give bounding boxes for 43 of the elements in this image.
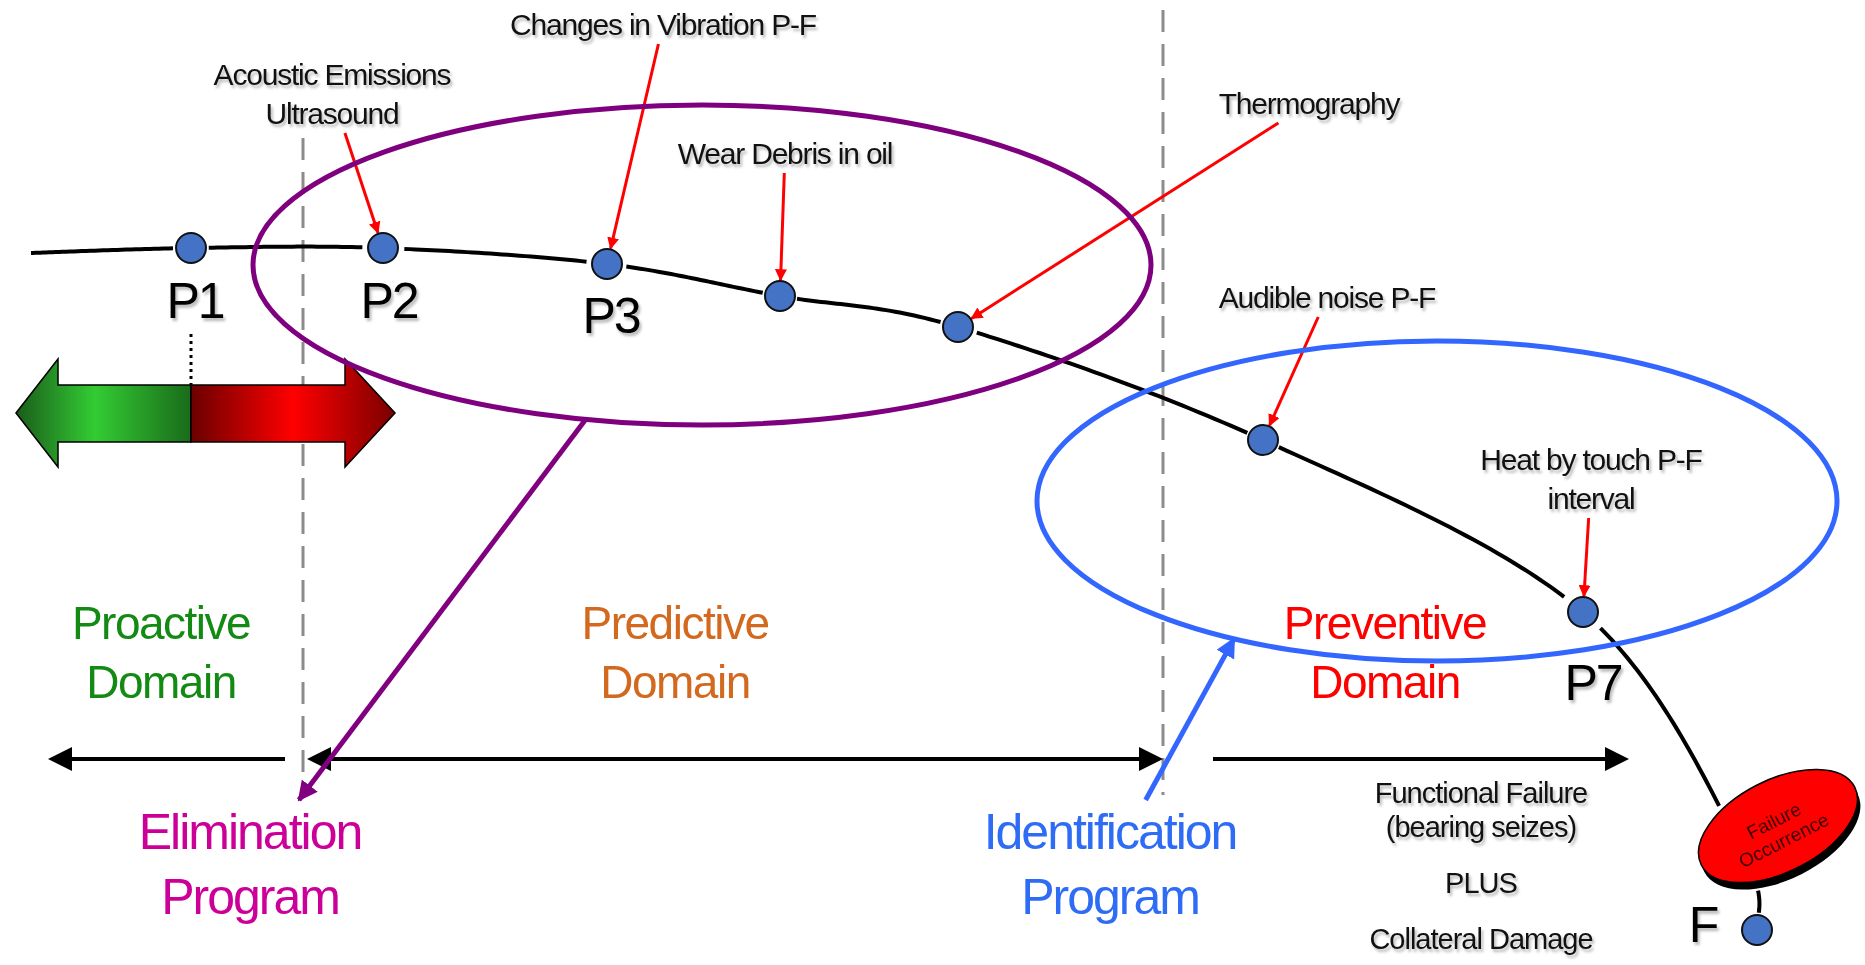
curve-segment bbox=[1278, 445, 1566, 599]
curve-segment bbox=[208, 244, 363, 250]
curve-segment bbox=[1756, 890, 1762, 914]
point-marker bbox=[942, 311, 974, 343]
outcome-text: PLUS bbox=[1445, 866, 1517, 900]
program-label: Identification Program bbox=[930, 800, 1290, 930]
point-label: P7 bbox=[1564, 658, 1622, 708]
curve-segment bbox=[976, 330, 1249, 435]
domain-label: Predictive Domain bbox=[580, 596, 770, 710]
point-marker bbox=[1247, 424, 1279, 456]
arrow bbox=[607, 43, 660, 250]
point-marker bbox=[1741, 914, 1773, 946]
arrow bbox=[1268, 316, 1320, 427]
point-marker bbox=[1567, 596, 1599, 628]
ellipse-outline bbox=[249, 101, 1155, 429]
point-label: P1 bbox=[166, 276, 224, 326]
point-marker bbox=[367, 232, 399, 264]
arrow bbox=[774, 172, 787, 282]
point-label: P2 bbox=[360, 276, 418, 326]
arrow bbox=[343, 132, 381, 234]
curve-segment bbox=[30, 246, 174, 255]
outcome-text: Collateral Damage bbox=[1369, 922, 1593, 956]
point-marker bbox=[764, 280, 796, 312]
point-label: P3 bbox=[582, 291, 640, 341]
program-label: Elimination Program bbox=[85, 800, 415, 930]
point-label: F bbox=[1688, 900, 1718, 950]
point-marker bbox=[591, 248, 623, 280]
annotation-text: Audible noise P-F bbox=[1218, 278, 1436, 317]
point-marker bbox=[175, 232, 207, 264]
annotation-text: Thermography bbox=[1218, 84, 1400, 123]
curve-segment bbox=[626, 264, 764, 295]
annotation-text: Wear Debris in oil bbox=[677, 134, 893, 173]
curve-segment bbox=[404, 246, 587, 264]
annotation-text: Changes in Vibration P-F bbox=[510, 5, 816, 44]
domain-label: Proactive Domain bbox=[70, 596, 252, 710]
arrow bbox=[1578, 517, 1591, 598]
outcome-text: Functional Failure (bearing seizes) bbox=[1373, 776, 1589, 844]
curve-segment bbox=[1599, 626, 1721, 807]
domain-label: Preventive Domain bbox=[1282, 596, 1488, 710]
annotation-text: Heat by touch P-F interval bbox=[1458, 440, 1724, 518]
annotation-text: Acoustic Emissions Ultrasound bbox=[187, 55, 477, 133]
curve-segment bbox=[796, 296, 942, 324]
arrow bbox=[970, 121, 1280, 320]
